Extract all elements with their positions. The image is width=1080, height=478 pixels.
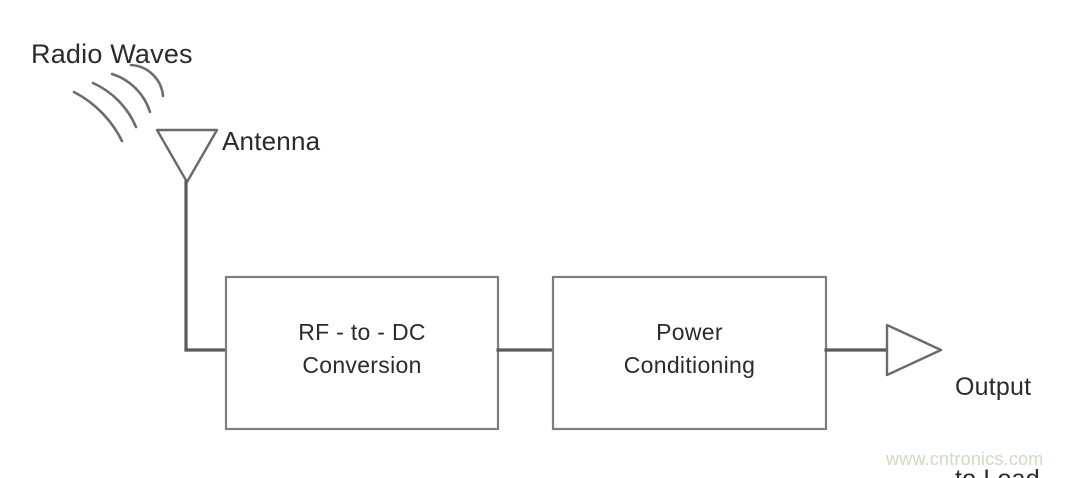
block-rf-to-dc-line1: RF - to - DC <box>298 319 426 345</box>
site-watermark: www.cntronics.com <box>886 449 1044 469</box>
output-to-load-label: Output to Load <box>955 311 1040 478</box>
output-label-line1: Output <box>955 373 1032 401</box>
radio-waves-label: Radio Waves <box>31 39 193 69</box>
block-rf-to-dc-line2: Conversion <box>302 351 422 378</box>
block-power-conditioning-line1: Power <box>656 319 723 345</box>
block-power-conditioning-line2: Conditioning <box>623 351 756 378</box>
antenna-label: Antenna <box>222 126 321 156</box>
radio-wave-arcs-icon <box>72 63 165 143</box>
antenna-triangle-icon <box>155 128 219 184</box>
block-power-conditioning-label: Power Conditioning <box>553 316 826 381</box>
output-arrow-triangle-icon <box>885 323 943 377</box>
antenna-feed-wire <box>184 180 228 352</box>
output-label-line2: to Load <box>955 464 1040 478</box>
block-rf-to-dc <box>224 275 500 431</box>
block-power-conditioning <box>551 275 828 431</box>
block-rf-to-dc-label: RF - to - DC Conversion <box>226 316 498 381</box>
